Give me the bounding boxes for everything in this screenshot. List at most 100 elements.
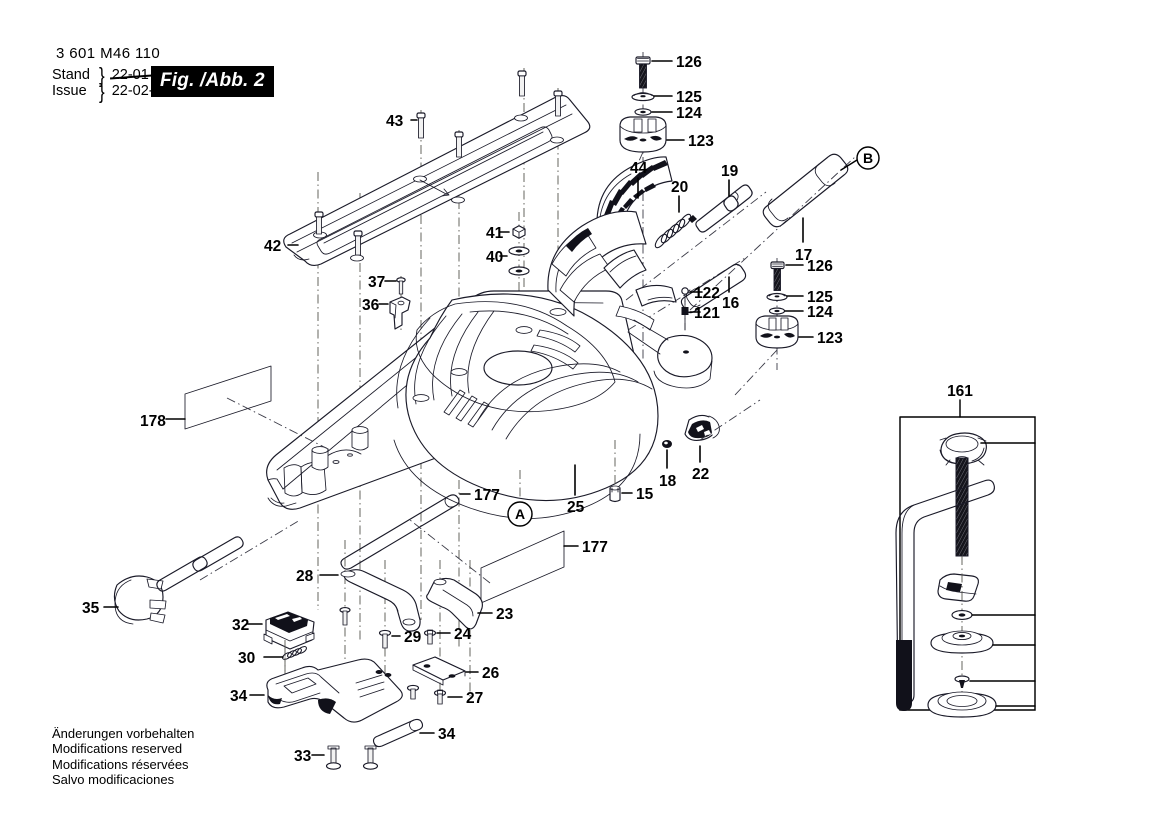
callout-124-top: 124 [676,105,702,122]
callout-23: 23 [496,606,514,623]
part-177-label-plate: 177 [409,519,608,604]
callout-36: 36 [362,297,380,314]
callout-31: 32 [232,617,249,634]
part-32-spring [282,646,307,660]
part-18-bushing [609,485,621,503]
part-29-screw [378,629,392,649]
callout-177: 177 [582,539,608,556]
assembly-lock-knob-35: 35 [82,519,301,625]
revision-label-stand: Stand [52,67,90,83]
part-21-knob [684,414,720,441]
part-41-nut [512,225,526,239]
part-37-screw [396,277,406,295]
part-17-handle-rod [762,153,849,228]
part-178-label-plate: 178 [140,365,331,451]
part-161-ring-washer [927,691,997,718]
part-161-washer-small [951,610,973,620]
part-161-pin [954,675,970,688]
part-126-bolt-right [770,261,785,291]
callout-34: 33 [294,748,312,765]
assembly-carriage-30-32: 32 30 [230,611,403,723]
assembly-small-parts-18-21-22: 15 18 22 [609,399,761,503]
callout-161: 161 [947,383,973,400]
callout-126-right: 126 [807,258,833,275]
part-161-bearing-washer [930,630,994,654]
part-43-screws [314,70,563,256]
section-marker-B: B [863,150,873,166]
callout-28: 28 [296,568,314,585]
part-124-washer-right [768,307,786,315]
part-36-bracket [389,296,411,330]
assembly-handle-17: B 17 [689,146,880,311]
part-29-screw-a [339,607,351,626]
assembly-latch-23-27: 23 29 24 26 [378,577,514,707]
callout-42: 42 [264,238,281,255]
part-34-screw-a [325,745,342,770]
assembly-detent-20-19: 20 19 [625,163,767,301]
callout-121: 121 [694,305,720,322]
callout-33: 34 [438,726,456,743]
callout-21: 22 [692,466,709,483]
part-34-screw-b [362,745,379,770]
revision-label-issue: Issue [52,82,87,99]
part-22-washer [662,440,672,448]
callout-40: 40 [486,249,503,266]
callout-30: 34 [230,688,248,705]
part-27-screw-b [406,684,420,700]
callout-26: 26 [482,665,500,682]
part-35-knob [113,536,244,625]
part-40-washer-a [508,246,530,256]
brace-icon: } [99,63,105,88]
section-marker-A: A [515,506,525,522]
part-19-pin [695,184,753,233]
part-24-screw [423,629,437,645]
callout-24: 24 [454,626,472,643]
part-123-clamp-top [619,116,667,153]
callout-22: 18 [659,473,677,490]
callout-43: 43 [386,113,404,130]
part-30-carriage [266,658,403,723]
part-125-washer-top [631,92,655,102]
assembly-fasteners-33-34: 33 34 [294,718,456,770]
callout-17: 17 [795,247,812,264]
part-15-base-turntable: 25 [266,210,713,519]
disclaimer-block: Änderungen vorbehalten Modifications res… [52,726,194,788]
assembly-bracket-36-37: 37 36 [362,274,411,330]
disclaimer-de: Änderungen vorbehalten [52,726,195,741]
part-25-rod [340,494,460,570]
part-40-washer-b [508,266,530,276]
assembly-pivot-bolt-top: 126 125 124 123 [614,52,714,360]
part-123-clamp-right [755,315,799,349]
callout-25: 177 [474,487,500,504]
part-number: 3 601 M46 110 [56,45,161,62]
callout-125-right: 125 [807,289,833,306]
callout-41: 41 [486,225,504,242]
part-161-clamp-block [937,573,979,602]
callout-15: 25 [567,499,585,516]
disclaimer-en: Modifications reserved [52,741,183,757]
assembly-pivot-bolt-right: 126 125 124 123 [734,258,843,396]
inset-161-assembly: 161 [895,383,1036,718]
part-161-guide-bar [895,479,995,711]
callout-123-right: 123 [817,330,843,347]
assembly-slide-25: 177 A [340,470,533,570]
part-33-pin [372,718,424,748]
callout-122: 122 [694,285,720,302]
callout-19: 19 [721,163,739,180]
revision-row-stand: Stand } 22-01 [52,63,170,88]
callout-32: 30 [238,650,255,667]
part-125-washer-right [766,292,788,301]
disclaimer-fr: Modifications réservées [52,756,189,772]
part-26-bracket [412,656,466,686]
part-31-block [263,611,315,650]
callout-18: 15 [636,486,654,503]
figure-badge: Fig. /Abb. 2 [151,66,274,97]
part-27-screw [433,689,447,705]
part-20-spring [654,213,697,249]
part-124-washer-top [634,108,652,116]
part-161-knob-bolt [939,432,987,557]
disclaimer-es: Salvo modificaciones [52,772,175,788]
callout-178: 178 [140,413,166,430]
